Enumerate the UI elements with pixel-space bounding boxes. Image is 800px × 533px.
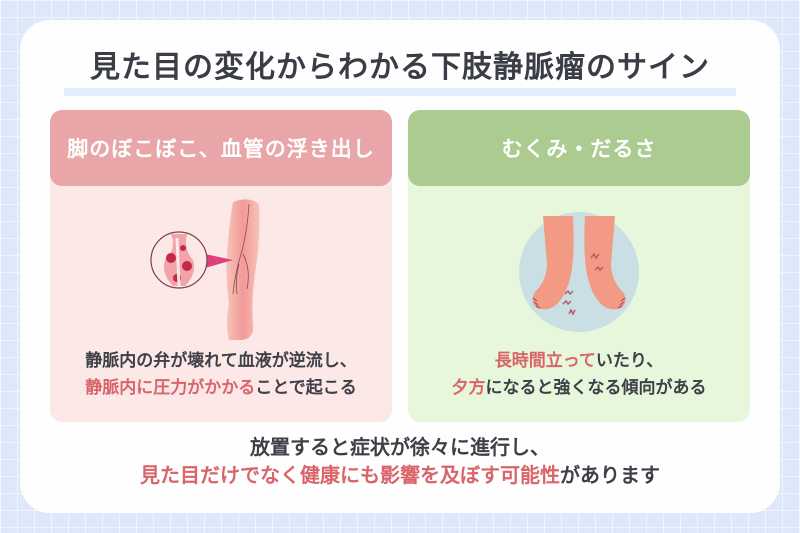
highlight-text: 健康にも影響を及ぼす可能性 — [300, 463, 560, 487]
highlight-text: 見た目だけでなく — [140, 463, 300, 487]
card-swelling-fatigue: むくみ・だるさ 長時間立っていたり、 夕方になると強くなる傾向がある — [408, 110, 750, 422]
footer-line-2: 見た目だけでなく健康にも影響を及ぼす可能性があります — [140, 463, 660, 487]
description-line-2: 夕方になると強くなる傾向がある — [451, 378, 707, 398]
card-header: 脚のぼこぼこ、血管の浮き出し — [50, 110, 392, 186]
card-description: 静脈内の弁が壊れて血液が逆流し、 静脈内に圧力がかかることで起こる — [50, 348, 392, 402]
card-description: 長時間立っていたり、 夕方になると強くなる傾向がある — [408, 348, 750, 402]
title-block: 見た目の変化からわかる下肢静脈瘤のサイン — [64, 44, 736, 96]
swollen-feet-icon — [408, 194, 750, 344]
highlight-text: 静脈内に圧力がかかる — [85, 378, 256, 398]
footer-message: 放置すると症状が徐々に進行し、 見た目だけでなく健康にも影響を及ぼす可能性があり… — [20, 433, 780, 489]
description-line-2: 静脈内に圧力がかかることで起こる — [85, 378, 357, 398]
highlight-text: 夕方 — [451, 378, 486, 398]
varicose-vein-leg-icon — [50, 194, 392, 344]
card-varicose-veins: 脚のぼこぼこ、血管の浮き出し 静脈内の弁が壊れて血液が逆 — [50, 110, 392, 422]
description-line-1: 長時間立っていたり、 — [494, 351, 664, 371]
highlight-text: 長時間立って — [494, 351, 596, 371]
description-line-1: 静脈内の弁が壊れて血液が逆流し、 — [85, 351, 357, 371]
title-underline — [64, 88, 736, 96]
page-title: 見た目の変化からわかる下肢静脈瘤のサイン — [90, 50, 710, 85]
footer-line-1: 放置すると症状が徐々に進行し、 — [250, 435, 550, 459]
card-header: むくみ・だるさ — [408, 110, 750, 186]
